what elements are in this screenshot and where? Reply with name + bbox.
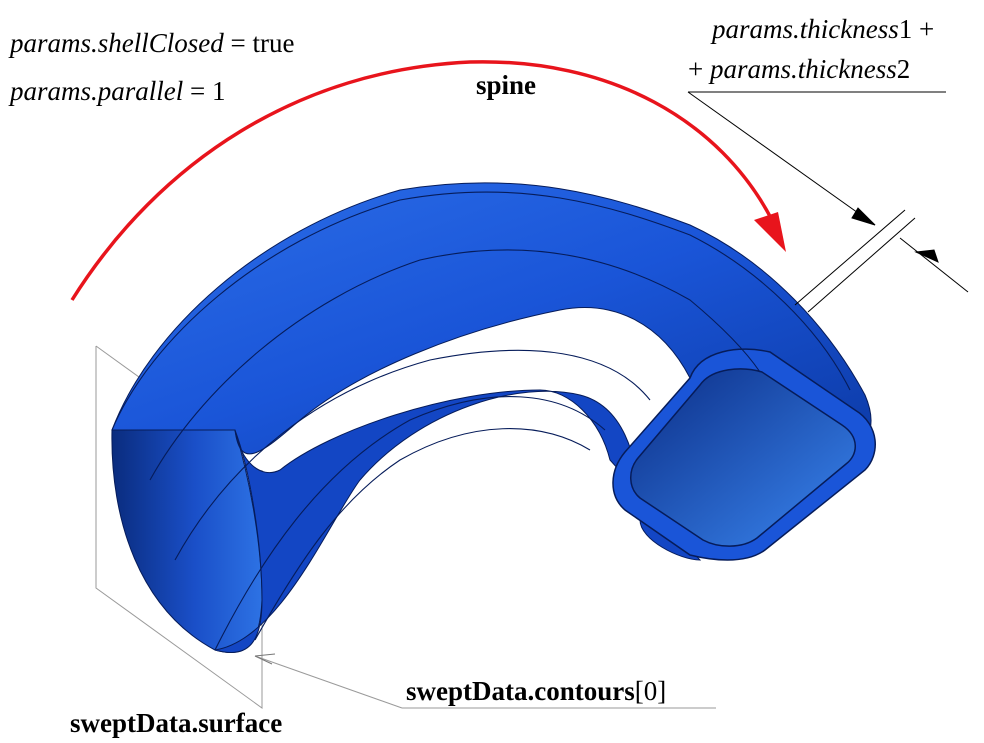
shell-closed-op: =	[223, 28, 253, 58]
shell-closed-value: true	[252, 28, 295, 58]
pipe-edge-line	[149, 249, 761, 481]
thickness1-tail: +	[912, 14, 935, 44]
thickness2-param: params.thickness	[709, 54, 897, 84]
pipe-inner-bend-face	[214, 389, 702, 653]
thickness-dimension	[687, 91, 969, 313]
parallel-param: params.parallel	[10, 76, 184, 106]
parallel-label: params.parallel = 1	[10, 78, 226, 105]
thickness1-index: 1	[898, 14, 913, 44]
contours-leader	[254, 653, 716, 709]
thickness-label-line2: + params.thickness2	[688, 56, 910, 83]
dimension-arrow-icon	[851, 207, 876, 226]
pipe-edge-line	[214, 396, 606, 651]
spine-arrow	[70, 60, 786, 301]
thickness1-param: params.thickness	[712, 14, 899, 44]
contours-label: sweptData.contours[0]	[406, 678, 666, 705]
swept-pipe-body	[111, 182, 876, 653]
parallel-op: =	[183, 76, 212, 106]
thickness-label-line1: params.thickness1 +	[712, 16, 934, 43]
thickness2-head: +	[688, 54, 710, 84]
pipe-edge-line	[111, 191, 851, 431]
pipe-end-opening	[630, 368, 856, 547]
pipe-edge-line	[254, 428, 591, 641]
spine-label: spine	[476, 70, 537, 100]
pipe-edge-line	[174, 349, 651, 561]
contours-name: sweptData.contours	[406, 676, 635, 706]
pipe-side-face	[111, 429, 263, 653]
contours-index: [0]	[634, 676, 667, 706]
parallel-value: 1	[212, 76, 226, 106]
arrow-head-icon	[754, 212, 786, 252]
shell-closed-label: params.shellClosed = true	[10, 30, 294, 57]
surface-label: sweptData.surface	[70, 708, 283, 738]
shell-closed-param: params.shellClosed	[10, 28, 224, 58]
thickness2-index: 2	[896, 54, 911, 84]
dimension-arrow-icon	[914, 249, 939, 263]
